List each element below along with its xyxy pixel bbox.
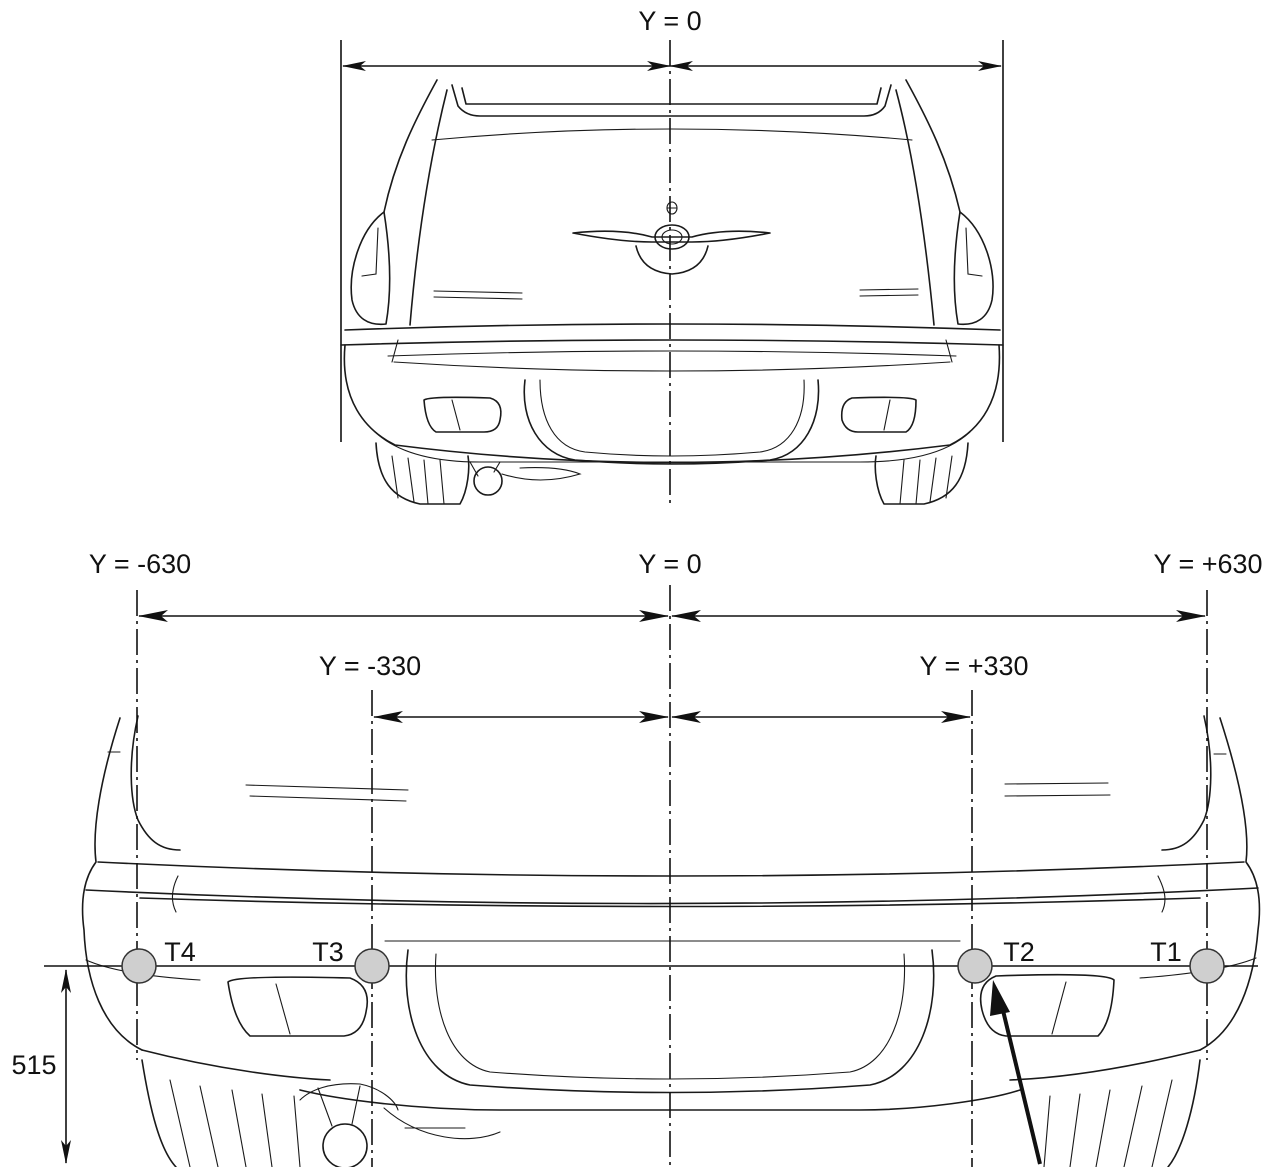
- height-label: 515: [11, 1050, 56, 1080]
- label-y-neg-330: Y = -330: [319, 651, 421, 681]
- point-t1-marker: [1189, 948, 1225, 984]
- top-rear-view: Y = 0: [340, 6, 1004, 505]
- pointer-arrow-head: [990, 980, 1010, 1016]
- point-t4-label: T4: [164, 937, 196, 967]
- point-t1-label: T1: [1150, 937, 1182, 967]
- point-t2-marker: [957, 948, 993, 984]
- point-t3-label: T3: [312, 937, 344, 967]
- label-y-pos-330: Y = +330: [919, 651, 1028, 681]
- point-t4-marker: [121, 948, 157, 984]
- label-y-pos-630: Y = +630: [1153, 549, 1262, 579]
- point-t3-marker: [354, 948, 390, 984]
- bottom-rear-view: Y = -630 Y = 0 Y = +630 Y = -330 Y = +33…: [11, 549, 1263, 1167]
- top-car-body: [340, 79, 1004, 505]
- label-y-neg-630: Y = -630: [89, 549, 191, 579]
- point-t2-label: T2: [1003, 937, 1035, 967]
- bottom-car-body: [81, 715, 1261, 1167]
- pointer-arrow-line: [998, 997, 1042, 1165]
- label-y-0: Y = 0: [638, 549, 701, 579]
- top-y0-label: Y = 0: [638, 6, 701, 36]
